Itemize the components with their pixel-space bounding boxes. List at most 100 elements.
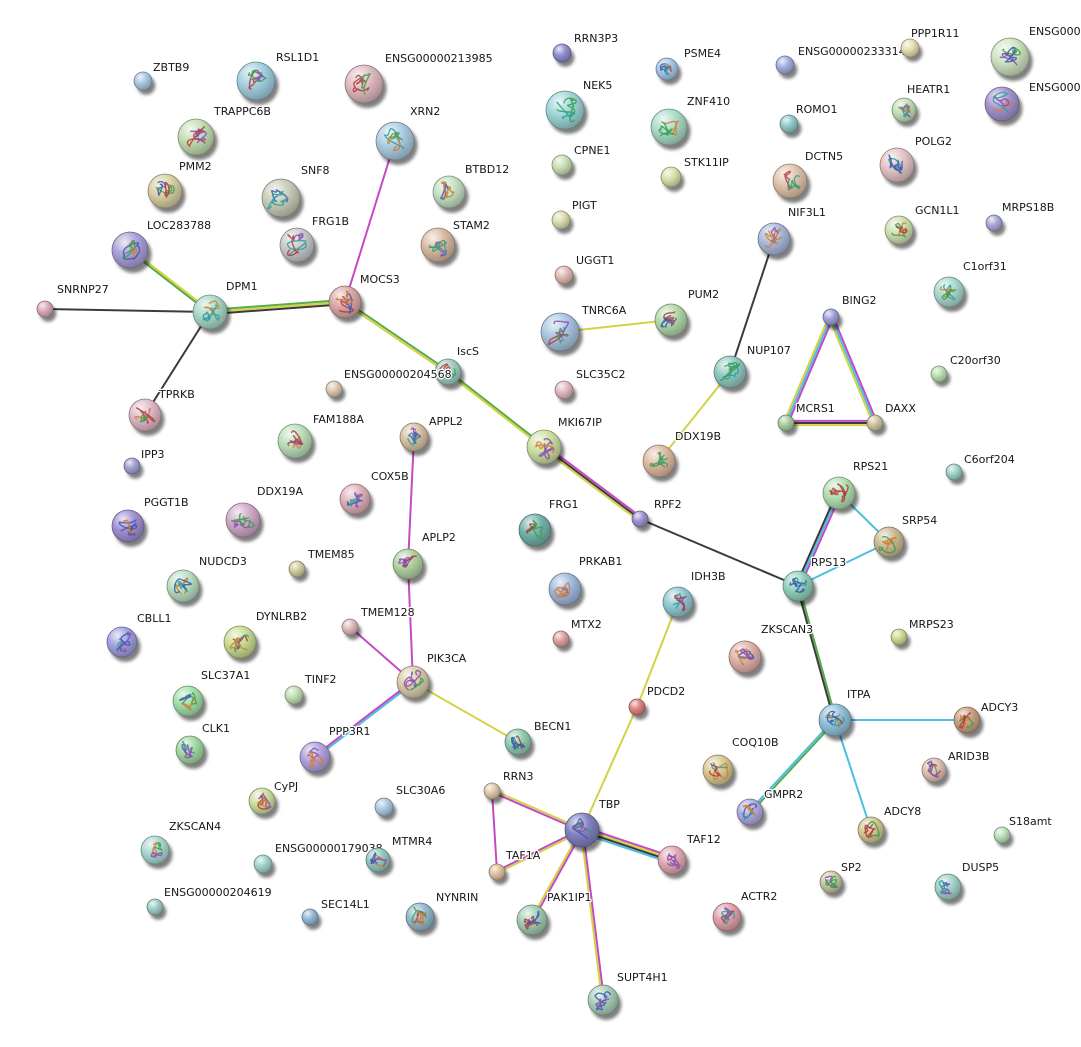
protein-node-TAF1A[interactable]: TAF1A xyxy=(488,848,542,885)
interaction-edge-RPS13-SRP54[interactable] xyxy=(797,541,890,587)
protein-node-NEK5[interactable]: NEK5 xyxy=(545,78,614,134)
protein-node-XRN2[interactable]: XRN2 xyxy=(375,104,442,165)
protein-node-TRAPPC6B[interactable]: TRAPPC6B xyxy=(177,104,272,160)
protein-node-S18amt[interactable]: S18amt xyxy=(993,814,1054,848)
protein-node-FRG1B[interactable]: FRG1B xyxy=(279,214,350,267)
interaction-edge-PIK3CA-PPP3R1[interactable] xyxy=(313,680,415,759)
protein-node-MTMR4[interactable]: MTMR4 xyxy=(365,834,434,877)
interaction-edge-IscS-MKI67IP[interactable] xyxy=(446,370,546,449)
interaction-edge-PDCD2-TBP[interactable] xyxy=(581,706,638,831)
protein-node-C20orf30[interactable]: C20orf30 xyxy=(930,353,1002,387)
protein-node-COX5B[interactable]: COX5B xyxy=(339,469,410,519)
protein-node-IDH3B[interactable]: IDH3B xyxy=(662,569,727,622)
protein-node-TNRC6A[interactable]: TNRC6A xyxy=(540,303,628,356)
protein-node-ZKSCAN4[interactable]: ZKSCAN4 xyxy=(140,819,222,869)
protein-node-POLG2[interactable]: POLG2 xyxy=(879,134,953,187)
protein-node-CyPJ[interactable]: CyPJ xyxy=(248,779,299,819)
protein-node-NYNRIN[interactable]: NYNRIN xyxy=(405,890,480,936)
protein-node-C1orf31[interactable]: C1orf31 xyxy=(933,259,1008,312)
protein-node-MRPS18B[interactable]: MRPS18B xyxy=(985,200,1056,236)
protein-node-FAM188A[interactable]: FAM188A xyxy=(277,412,366,463)
protein-node-LOC283788[interactable]: LOC283788 xyxy=(111,218,212,273)
protein-node-TMEM128[interactable]: TMEM128 xyxy=(341,605,416,640)
protein-node-ENSG00000204568[interactable]: ENSG00000204568 xyxy=(325,367,453,402)
protein-node-ZKSCAN3[interactable]: ZKSCAN3 xyxy=(728,622,814,678)
protein-node-SLC35C2[interactable]: SLC35C2 xyxy=(554,367,627,404)
interaction-edge-MCRS1-DAXX[interactable] xyxy=(785,419,876,427)
interaction-edge-NIF3L1-NUP107[interactable] xyxy=(729,238,775,373)
interaction-edge-BING2-MCRS1[interactable] xyxy=(783,315,834,425)
protein-node-CPNE1[interactable]: CPNE1 xyxy=(551,143,612,180)
protein-node-NUDCD3[interactable]: NUDCD3 xyxy=(166,554,248,607)
interaction-edge-MOCS3-XRN2[interactable] xyxy=(344,140,396,303)
protein-node-ROMO1[interactable]: ROMO1 xyxy=(779,102,839,138)
protein-node-PMM2[interactable]: PMM2 xyxy=(147,159,213,213)
protein-node-NUP107[interactable]: NUP107 xyxy=(713,343,792,393)
protein-node-ACTR2[interactable]: ACTR2 xyxy=(712,889,779,936)
protein-node-PIK3CA[interactable]: PIK3CA xyxy=(396,651,468,703)
protein-node-MTX2[interactable]: MTX2 xyxy=(552,617,603,652)
protein-node-DCTN5[interactable]: DCTN5 xyxy=(772,149,844,203)
interaction-edge-DPM1-TPRKB[interactable] xyxy=(144,311,211,416)
protein-node-COQ10B[interactable]: COQ10B xyxy=(702,735,780,790)
interaction-edge-IDH3B-PDCD2[interactable] xyxy=(636,601,679,708)
protein-node-BING2[interactable]: BING2 xyxy=(822,293,878,330)
protein-node-CLK1[interactable]: CLK1 xyxy=(175,721,231,769)
protein-node-STK11IP[interactable]: STK11IP xyxy=(660,155,730,192)
protein-node-NIF3L1[interactable]: NIF3L1 xyxy=(757,205,827,260)
protein-node-STAM2[interactable]: STAM2 xyxy=(420,218,491,267)
protein-node-SLC30A6[interactable]: SLC30A6 xyxy=(374,783,447,821)
interaction-edge-BING2-DAXX[interactable] xyxy=(828,315,878,425)
protein-node-GMPR2[interactable]: GMPR2 xyxy=(736,787,805,830)
protein-node-SNRNP27[interactable]: SNRNP27 xyxy=(36,282,110,322)
protein-node-MKI67IP[interactable]: MKI67IP xyxy=(526,415,603,469)
protein-node-ADCY3[interactable]: ADCY3 xyxy=(953,700,1019,738)
protein-node-PRKAB1[interactable]: PRKAB1 xyxy=(548,554,624,610)
protein-node-GCN1L1[interactable]: GCN1L1 xyxy=(884,203,961,249)
protein-node-SEC14L1[interactable]: SEC14L1 xyxy=(301,897,371,930)
protein-node-UGGT1[interactable]: UGGT1 xyxy=(554,253,616,289)
protein-node-CBLL1[interactable]: CBLL1 xyxy=(106,611,173,662)
protein-node-SRP54[interactable]: SRP54 xyxy=(873,513,939,562)
protein-node-PGGT1B[interactable]: PGGT1B xyxy=(111,495,190,547)
protein-node-MCRS1[interactable]: MCRS1 xyxy=(777,401,836,436)
protein-node-IPP3[interactable]: IPP3 xyxy=(123,447,166,479)
protein-node-BECN1[interactable]: BECN1 xyxy=(504,719,573,760)
protein-node-SNF8[interactable]: SNF8 xyxy=(261,163,331,223)
protein-node-ENSG00000_t2[interactable]: ENSG0000 xyxy=(984,80,1081,126)
interaction-edge-NUP107-DDX19B[interactable] xyxy=(658,371,731,462)
protein-node-RRN3[interactable]: RRN3 xyxy=(483,769,535,804)
protein-node-DPM1[interactable]: DPM1 xyxy=(192,279,259,334)
protein-node-HEATR1[interactable]: HEATR1 xyxy=(891,82,952,127)
protein-node-ENSG00000204619[interactable]: ENSG00000204619 xyxy=(146,885,273,920)
protein-node-APLP2[interactable]: APLP2 xyxy=(392,530,457,584)
protein-node-ITPA[interactable]: ITPA xyxy=(818,687,872,741)
protein-node-APPL2[interactable]: APPL2 xyxy=(399,414,464,456)
protein-node-PSME4[interactable]: PSME4 xyxy=(655,46,722,85)
protein-node-ARID3B[interactable]: ARID3B xyxy=(921,749,991,787)
protein-node-RPS13[interactable]: RPS13 xyxy=(782,555,848,606)
protein-node-ENSG00000233314[interactable]: ENSG00000233314 xyxy=(775,44,907,79)
interaction-edge-TBP-SUPT4H1[interactable] xyxy=(580,828,605,1002)
interaction-edge-RRN3-TAF1A[interactable] xyxy=(491,790,498,873)
protein-node-ENSG00000179038[interactable]: ENSG00000179038 xyxy=(253,841,384,878)
protein-node-TBP[interactable]: TBP xyxy=(564,797,622,852)
protein-node-C6orf204[interactable]: C6orf204 xyxy=(945,452,1016,485)
protein-node-DUSP5[interactable]: DUSP5 xyxy=(934,860,1000,905)
interaction-edge-RPF2-RPS13[interactable] xyxy=(639,518,799,587)
protein-node-ADCY8[interactable]: ADCY8 xyxy=(857,804,922,848)
protein-node-PPP3R1[interactable]: PPP3R1 xyxy=(299,724,372,777)
protein-node-RPF2[interactable]: RPF2 xyxy=(631,497,683,532)
protein-node-SLC37A1[interactable]: SLC37A1 xyxy=(172,668,252,721)
protein-node-ZNF410[interactable]: ZNF410 xyxy=(650,94,731,150)
protein-node-ZBTB9[interactable]: ZBTB9 xyxy=(133,60,191,95)
protein-node-DDX19B[interactable]: DDX19B xyxy=(642,429,722,482)
protein-node-PUM2[interactable]: PUM2 xyxy=(654,287,720,341)
protein-node-TMEM85[interactable]: TMEM85 xyxy=(288,547,356,582)
protein-node-FRG1[interactable]: FRG1 xyxy=(518,497,580,551)
protein-node-PAK1IP1[interactable]: PAK1IP1 xyxy=(516,890,593,940)
protein-node-MRPS23[interactable]: MRPS23 xyxy=(890,617,955,650)
protein-node-SUPT4H1[interactable]: SUPT4H1 xyxy=(587,970,669,1020)
interaction-edge-DPM1-MOCS3[interactable] xyxy=(208,298,347,316)
